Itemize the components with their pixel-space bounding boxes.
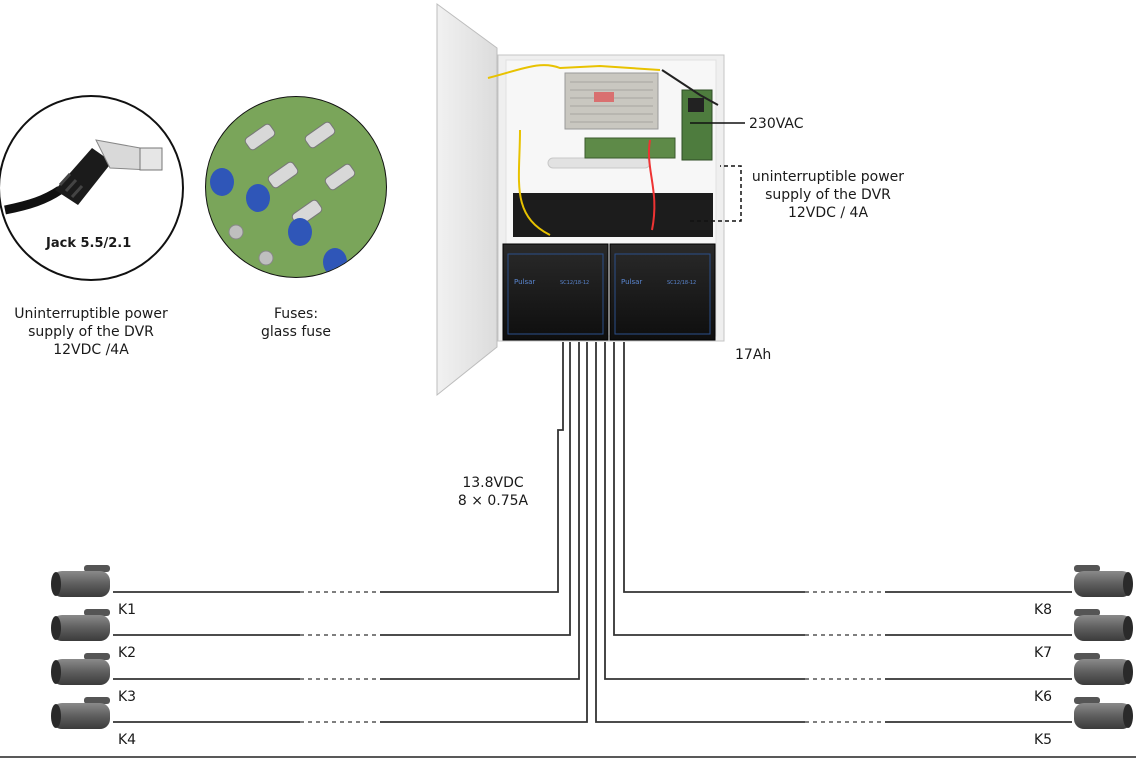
fuses-caption-line-2: glass fuse [260, 324, 332, 340]
battery-shelf [487, 64, 719, 237]
jack-badge: Jack 5.5/2.1 [46, 236, 132, 251]
control-board [584, 89, 713, 161]
jack-connector-image [0, 95, 184, 281]
camera-label-k6: K6 [1034, 689, 1053, 705]
fuses-image [205, 96, 387, 278]
fuses-caption-line-1: Fuses: [273, 306, 319, 322]
camera-label-k8: K8 [1034, 602, 1053, 618]
camera-k3 [51, 653, 110, 685]
camera-label-k3: K3 [118, 689, 137, 705]
wiring-gaps [300, 590, 885, 724]
jack-caption-line-1: Uninterruptible power [14, 306, 168, 322]
output-rating-line-1: 13.8VDC [462, 475, 524, 491]
camera-k2 [51, 609, 110, 641]
camera-wiring [113, 342, 1072, 723]
jack-caption: Uninterruptible power supply of the DVR … [0, 305, 182, 359]
wiring-dashes [300, 591, 885, 723]
dvr-leader-bracket [690, 165, 742, 222]
battery-right: Pulsar SC12/18-12 [609, 243, 716, 341]
mains-label: 230VAC [749, 116, 804, 132]
jack-caption-line-3: 12VDC /4A [53, 342, 129, 358]
camera-label-k7: K7 [1034, 645, 1053, 661]
battery-capacity-label: 17Ah [735, 347, 772, 363]
camera-k4 [51, 697, 110, 729]
dvr-supply-line-3: 12VDC / 4A [787, 205, 869, 221]
output-rating-line-2: 8 × 0.75A [457, 493, 529, 509]
camera-label-k4: K4 [118, 732, 137, 748]
output-rating-label: 13.8VDC 8 × 0.75A [440, 474, 546, 510]
camera-k6 [1074, 653, 1133, 685]
camera-k1 [51, 565, 110, 597]
fuses-caption: Fuses: glass fuse [236, 305, 356, 341]
camera-label-k5: K5 [1034, 732, 1053, 748]
dvr-supply-line-2: supply of the DVR [765, 187, 891, 203]
dvr-supply-line-1: uninterruptible power [751, 169, 905, 185]
camera-k7 [1074, 609, 1133, 641]
battery-model-right: SC12/18-12 [667, 280, 696, 286]
battery-brand-right: Pulsar [621, 278, 642, 286]
camera-label-k1: K1 [118, 602, 137, 618]
battery-model-left: SC12/18-12 [560, 280, 589, 286]
battery-left: Pulsar SC12/18-12 [502, 243, 609, 341]
battery-brand-left: Pulsar [514, 278, 535, 286]
psu-module [564, 72, 659, 130]
camera-label-k2: K2 [118, 645, 137, 661]
jack-caption-line-2: supply of the DVR [28, 324, 154, 340]
dvr-supply-label: uninterruptible power supply of the DVR … [744, 168, 912, 222]
camera-k8 [1074, 565, 1133, 597]
camera-k5 [1074, 697, 1133, 729]
